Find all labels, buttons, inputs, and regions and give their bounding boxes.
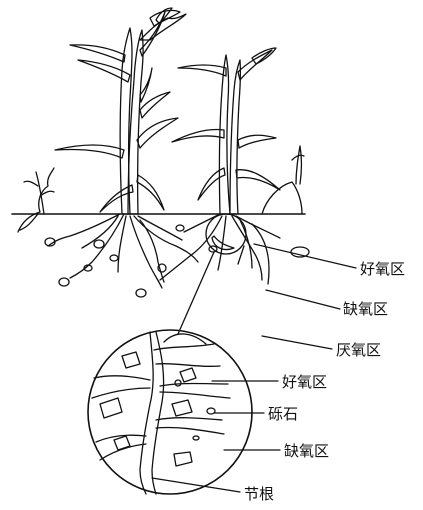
root [48,214,120,246]
label-anoxic-zone: 缺氧区 [343,300,388,318]
detail-root-branch [160,384,230,399]
detail-root-branch [92,376,150,398]
right-soil-clump [262,182,302,214]
detail-gravel [174,452,192,466]
right-plant-leaf [172,130,224,143]
label-anoxic-zone-detail: 缺氧区 [284,442,329,460]
left-plant-leaf [55,145,124,158]
right-plant-leaf [198,168,225,200]
label-anaerobic-zone: 厌氧区 [336,341,381,359]
detail-gravel [193,436,199,440]
label-node-root: 节根 [244,485,274,503]
surface-debris [18,146,304,232]
gravel-outside [45,225,309,297]
right-plant-leaf [238,50,272,80]
gravel-stone [136,289,146,297]
right-plant-leaf [236,170,280,190]
detail-gravel [175,380,181,386]
magnified-detail-circle [88,246,252,494]
gravel-stone [59,278,69,286]
detail-root [140,332,153,494]
connector-line-left [178,252,214,334]
detail-root [152,332,164,494]
leader-anaerobic-zone [262,336,332,349]
detail-root-branch [96,435,146,460]
left-plant [55,8,186,214]
label-aerobic-zone: 好氧区 [360,260,405,278]
left-plant-leaf [137,175,164,210]
detail-gravel [122,352,140,368]
root [240,220,252,268]
root [82,216,118,248]
detail-gravel [100,398,122,418]
root [232,216,262,280]
right-plant-leaf [178,65,226,76]
detail-gravel [172,400,192,416]
root [134,216,198,262]
leader-anoxic-zone [266,290,340,309]
detail-root-branch [154,344,220,366]
detail-circle [88,330,252,494]
detail-root-branch [156,418,224,434]
label-gravel: 砾石 [268,405,298,423]
gravel-stone [176,225,184,231]
label-aerobic-zone-detail: 好氧区 [282,373,327,391]
left-soil-clump [18,168,54,232]
root [70,214,124,278]
right-plant-stem-2 [230,60,240,214]
gravel-stone [110,255,118,261]
right-plant-stem [219,55,230,214]
left-plant-leaf [140,12,165,56]
right-small-plant [292,146,304,184]
gravel-stone [291,247,309,257]
left-plant-leaf [137,118,178,148]
root-system [48,214,280,288]
detail-gravel [180,368,196,382]
root [160,216,222,280]
gravel-stone [94,240,104,248]
right-plant-leaf [238,135,276,148]
right-plant [172,48,280,214]
